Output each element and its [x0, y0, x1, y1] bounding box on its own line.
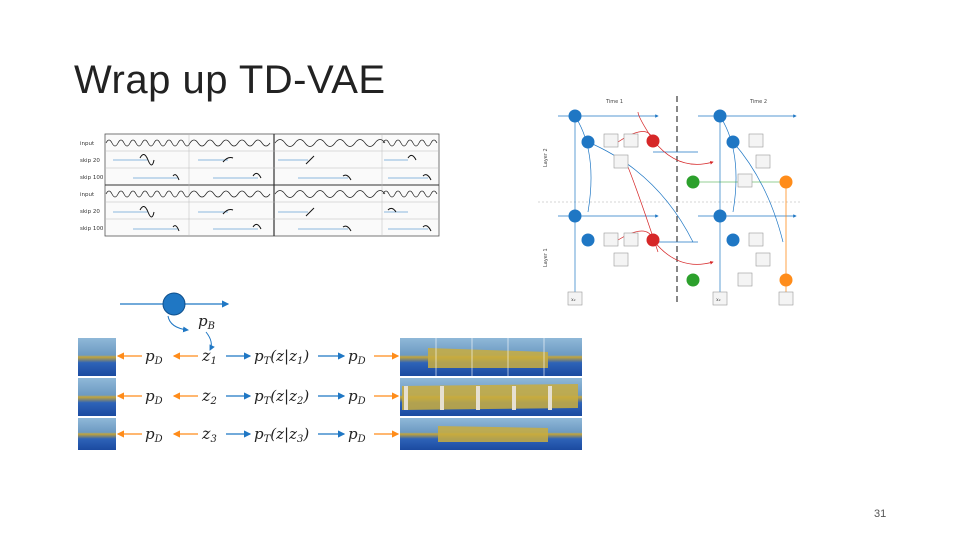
- decoder-node: [779, 175, 793, 189]
- latent-label: z3: [201, 424, 217, 445]
- belief-node: [162, 292, 186, 316]
- row-label: input: [80, 141, 95, 147]
- predicted-segments: [139, 154, 432, 232]
- transition-label: pT(z|z1): [254, 347, 309, 367]
- transition-node: [686, 175, 700, 189]
- layer-label: Layer 1: [543, 248, 549, 267]
- belief-node: [713, 109, 727, 123]
- observation-label: x₁: [571, 297, 576, 303]
- sequence-row-labels: input skip 20 skip 100 input skip 20 ski…: [80, 141, 104, 232]
- input-waveforms: [105, 139, 438, 198]
- latent-label: z2: [201, 386, 217, 407]
- skip-arrows: [113, 159, 428, 230]
- belief-label: pB: [198, 312, 215, 332]
- latent-node: [726, 233, 740, 247]
- belief-node: [713, 209, 727, 223]
- graph-nodes: [568, 109, 793, 287]
- model-row-3: pD z3 pT(z|z3) pD: [116, 424, 400, 445]
- time-label: Time 1: [605, 99, 623, 105]
- decoder-label: pD: [145, 347, 163, 367]
- transition-label: pT(z|z2): [254, 387, 309, 407]
- input-frames: [78, 338, 116, 450]
- row-label: skip 20: [80, 158, 100, 164]
- page-number: 31: [874, 508, 887, 520]
- latent-node: [581, 135, 595, 149]
- predicted-frames: [400, 338, 582, 450]
- model-rollout-figure: pB pD z1 pT(z|z1) pD p: [78, 292, 582, 450]
- latent-node: [726, 135, 740, 149]
- row-label: skip 100: [80, 175, 104, 181]
- row-label: skip 20: [80, 209, 100, 215]
- belief-node: [568, 109, 582, 123]
- model-row-2: pD z2 pT(z|z2) pD: [116, 386, 400, 407]
- sequence-prediction-figure: input skip 20 skip 100 input skip 20 ski…: [80, 133, 440, 237]
- model-row-1: pD z1 pT(z|z1) pD: [116, 346, 400, 367]
- inference-node: [646, 134, 660, 148]
- graph-boxes: [567, 133, 794, 306]
- td-vae-graph-figure: Time 1 Time 2 Layer 2 Layer 1: [538, 96, 802, 306]
- latent-label: z1: [201, 346, 217, 367]
- transition-node: [686, 273, 700, 287]
- row-label: input: [80, 192, 95, 198]
- belief-node: [568, 209, 582, 223]
- decoder-label: pD: [145, 425, 163, 445]
- layer-label: Layer 2: [543, 148, 549, 167]
- time-label: Time 2: [749, 99, 767, 105]
- row-label: skip 100: [80, 226, 104, 232]
- decoder-node: [779, 273, 793, 287]
- latent-node: [581, 233, 595, 247]
- observation-label: x₁: [716, 297, 721, 303]
- decoder-label: pD: [348, 387, 366, 407]
- slide-title: Wrap up TD-VAE: [74, 58, 386, 102]
- inference-node: [646, 233, 660, 247]
- decoder-label: pD: [348, 347, 366, 367]
- decoder-label: pD: [348, 425, 366, 445]
- transition-label: pT(z|z3): [254, 425, 309, 445]
- decoder-label: pD: [145, 387, 163, 407]
